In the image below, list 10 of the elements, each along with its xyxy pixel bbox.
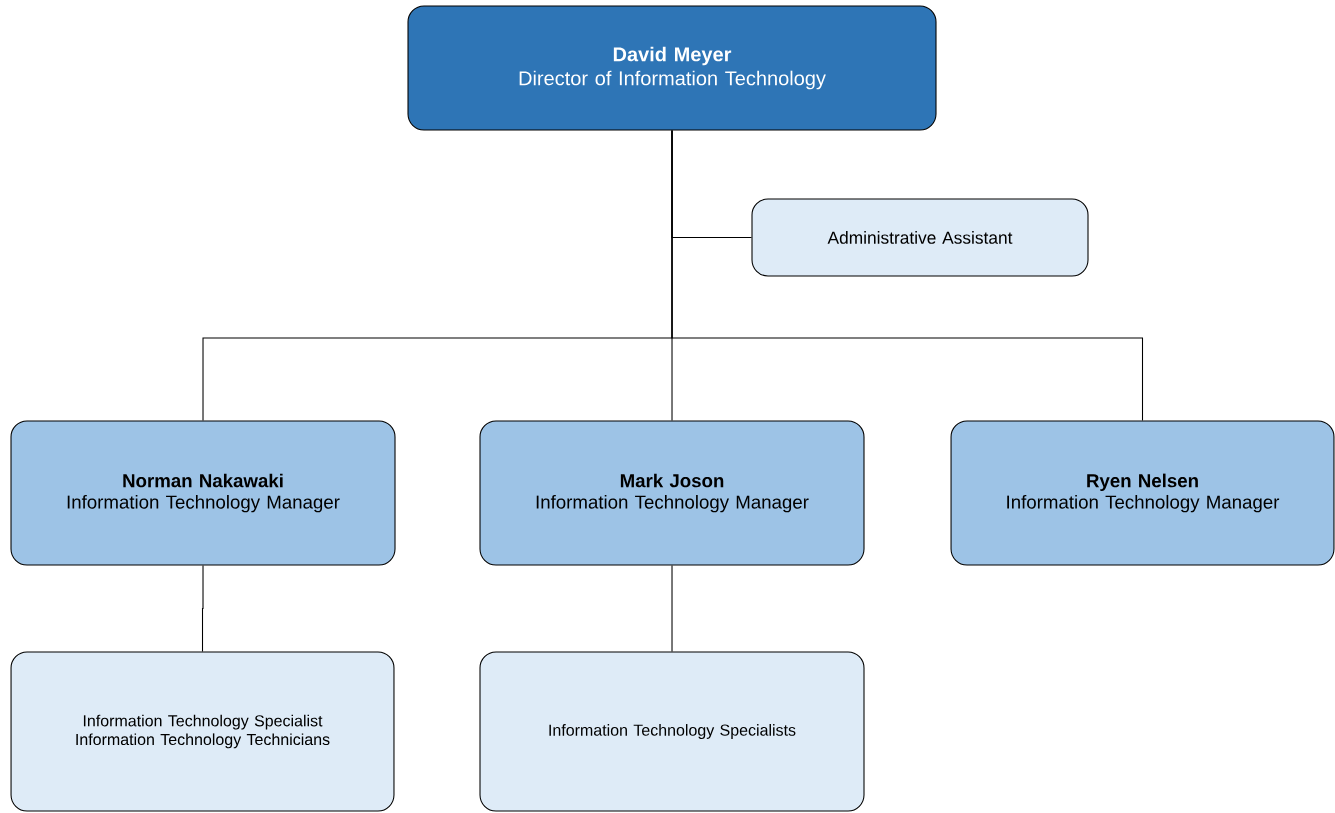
- connector-line: [671, 130, 1144, 421]
- manager-box: Norman Nakawaki Information Technology Manager: [10, 420, 396, 566]
- connector-line: [671, 565, 673, 653]
- staff-box: Information Technology Specialists: [479, 651, 865, 812]
- manager-box: Ryen Nelsen Information Technology Manager: [950, 420, 1335, 566]
- connector-line: [201, 565, 204, 653]
- position-box: Administrative Assistant: [751, 198, 1089, 277]
- manager-box: Mark Joson Information Technology Manager: [479, 420, 865, 566]
- director-box: David Meyer Director of Information Technology: [407, 5, 937, 131]
- staff-box: Information Technology Specialist Information Technology Technicians: [10, 651, 395, 812]
